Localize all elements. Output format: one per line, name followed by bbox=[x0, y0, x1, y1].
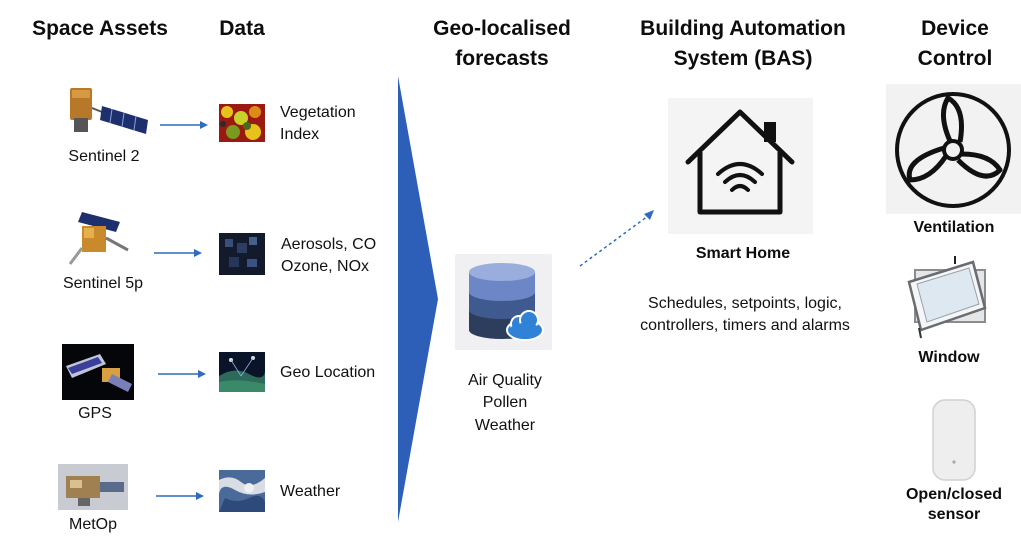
header-data: Data bbox=[219, 17, 265, 40]
cloud-icon bbox=[506, 310, 544, 341]
bas-description: Schedules, setpoints, logic, controllers… bbox=[640, 295, 850, 334]
geo-location-label: Geo Location bbox=[280, 364, 376, 381]
vegetation-index-label: Vegetation Index bbox=[280, 104, 356, 143]
window-icon bbox=[905, 256, 989, 340]
header-bas: Building Automation System (BAS) bbox=[640, 17, 846, 70]
smart-home-label: Smart Home bbox=[695, 245, 791, 262]
header-space-assets: Space Assets bbox=[32, 17, 168, 40]
aerosols-thumbnail bbox=[219, 233, 265, 275]
arrow-metop bbox=[156, 490, 204, 502]
dashed-arrow-to-bas bbox=[578, 206, 658, 270]
window-label: Window bbox=[918, 349, 980, 366]
ventilation-label: Ventilation bbox=[913, 219, 995, 236]
sentinel-5p-label: Sentinel 5p bbox=[62, 275, 144, 292]
weather-data-label: Weather bbox=[280, 483, 341, 500]
metop-label: MetOp bbox=[68, 516, 117, 533]
arrow-sentinel-5p bbox=[154, 247, 202, 259]
weather-thumbnail bbox=[219, 470, 265, 512]
aggregation-arrow bbox=[396, 76, 440, 522]
header-forecasts: Geo-localised forecasts bbox=[433, 17, 571, 70]
forecast-weather: Weather bbox=[474, 417, 536, 434]
forecast-pollen: Pollen bbox=[482, 394, 528, 411]
ventilation-fan-icon bbox=[886, 84, 1021, 214]
forecast-air-quality: Air Quality bbox=[468, 372, 542, 389]
open-closed-sensor-label: Open/closed sensor bbox=[905, 486, 1003, 523]
gps-label: GPS bbox=[78, 405, 112, 422]
sentinel-2-satellite-icon bbox=[62, 82, 150, 142]
aerosols-label: Aerosols, CO Ozone, NOx bbox=[281, 236, 377, 275]
arrow-sentinel-2 bbox=[160, 119, 208, 131]
forecast-database-icon bbox=[455, 254, 552, 350]
header-device-control: Device Control bbox=[917, 17, 993, 70]
vegetation-index-thumbnail bbox=[219, 104, 265, 142]
sentinel-2-label: Sentinel 2 bbox=[68, 148, 140, 165]
geo-location-thumbnail bbox=[219, 352, 265, 392]
arrow-gps bbox=[158, 368, 206, 380]
gps-satellite-icon bbox=[62, 344, 134, 400]
door-sensor-icon bbox=[930, 398, 978, 482]
smart-home-icon bbox=[668, 98, 813, 234]
metop-satellite-icon bbox=[58, 464, 128, 510]
sentinel-5p-satellite-icon bbox=[62, 208, 132, 270]
